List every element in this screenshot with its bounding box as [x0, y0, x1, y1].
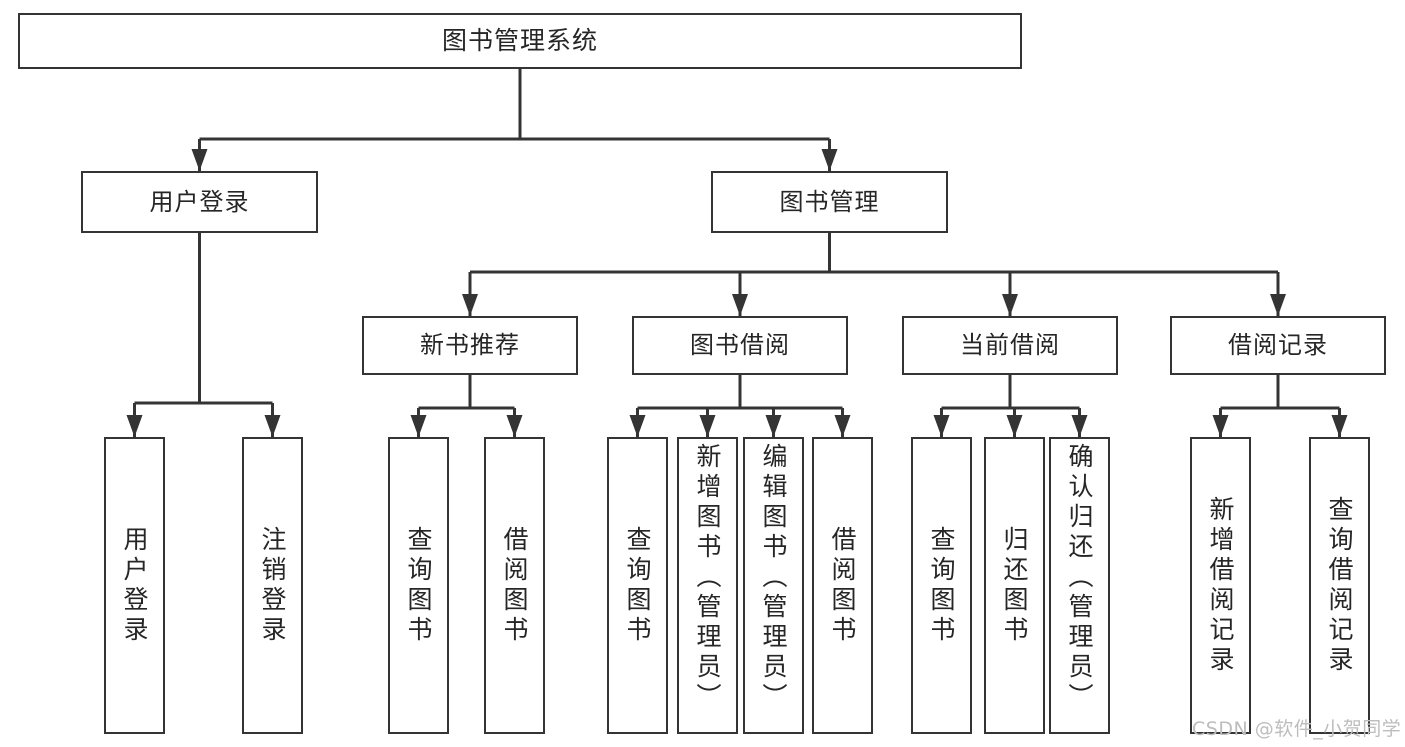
node-leaf-add-record: 新增借阅记录 — [1190, 437, 1251, 734]
node-label: 归还图书 — [1000, 525, 1029, 646]
arrowhead-icon — [834, 415, 851, 437]
node-label: 查询借阅记录 — [1325, 495, 1354, 676]
node-leaf-borrow-book-1: 借阅图书 — [484, 437, 545, 734]
node-label: 用户登录 — [120, 525, 149, 646]
node-label: 图书管理系统 — [441, 26, 598, 56]
node-label: 新增借阅记录 — [1206, 495, 1235, 676]
node-leaf-return-book: 归还图书 — [984, 437, 1045, 734]
node-leaf-query-book-3: 查询图书 — [911, 437, 972, 734]
node-leaf-add-book: 新增图书（管理员） — [677, 437, 738, 734]
node-leaf-borrow-book-2: 借阅图书 — [812, 437, 873, 734]
arrowhead-icon — [1212, 415, 1229, 437]
node-label: 确认归还（管理员） — [1065, 443, 1094, 713]
node-leaf-query-book-1: 查询图书 — [388, 437, 449, 734]
node-leaf-user-login: 用户登录 — [104, 437, 165, 734]
node-label: 查询图书 — [404, 525, 433, 646]
arrowhead-icon — [126, 415, 143, 437]
node-root: 图书管理系统 — [18, 13, 1022, 69]
node-label: 新书推荐 — [420, 331, 520, 360]
node-label: 用户登录 — [149, 187, 250, 216]
arrowhead-icon — [264, 415, 281, 437]
arrowhead-icon — [765, 415, 782, 437]
arrowhead-icon — [1002, 294, 1018, 316]
node-label: 当前借阅 — [960, 331, 1060, 360]
node-label: 查询图书 — [623, 525, 652, 646]
node-book-borrow: 图书借阅 — [632, 316, 848, 375]
node-book-manage: 图书管理 — [711, 171, 948, 233]
arrowhead-icon — [191, 149, 208, 171]
arrowhead-icon — [629, 415, 646, 437]
node-label: 图书借阅 — [690, 331, 790, 360]
node-leaf-confirm-return: 确认归还（管理员） — [1049, 437, 1110, 734]
node-label: 图书管理 — [779, 187, 880, 216]
node-borrow-record: 借阅记录 — [1170, 316, 1386, 375]
node-label: 查询图书 — [927, 525, 956, 646]
node-label: 新增图书（管理员） — [693, 443, 722, 713]
node-leaf-edit-book: 编辑图书（管理员） — [743, 437, 804, 734]
node-new-book-recommend: 新书推荐 — [362, 316, 578, 375]
node-leaf-user-logout: 注销登录 — [242, 437, 303, 734]
arrowhead-icon — [933, 415, 950, 437]
arrowhead-icon — [699, 415, 716, 437]
arrowhead-icon — [506, 415, 523, 437]
arrowhead-icon — [1331, 415, 1348, 437]
arrowhead-icon — [821, 149, 838, 171]
arrowhead-icon — [732, 294, 748, 316]
arrowhead-icon — [1006, 415, 1023, 437]
node-leaf-query-book-2: 查询图书 — [607, 437, 668, 734]
node-label: 借阅图书 — [500, 525, 529, 646]
node-label: 注销登录 — [258, 525, 287, 646]
node-label: 借阅记录 — [1228, 331, 1328, 360]
arrowhead-icon — [462, 294, 478, 316]
arrowhead-icon — [1071, 415, 1088, 437]
node-leaf-query-record: 查询借阅记录 — [1309, 437, 1370, 734]
node-user-login: 用户登录 — [81, 171, 318, 233]
node-current-borrow: 当前借阅 — [902, 316, 1118, 375]
arrowhead-icon — [410, 415, 427, 437]
node-label: 编辑图书（管理员） — [759, 443, 788, 713]
node-label: 借阅图书 — [828, 525, 857, 646]
arrowhead-icon — [1270, 294, 1286, 316]
